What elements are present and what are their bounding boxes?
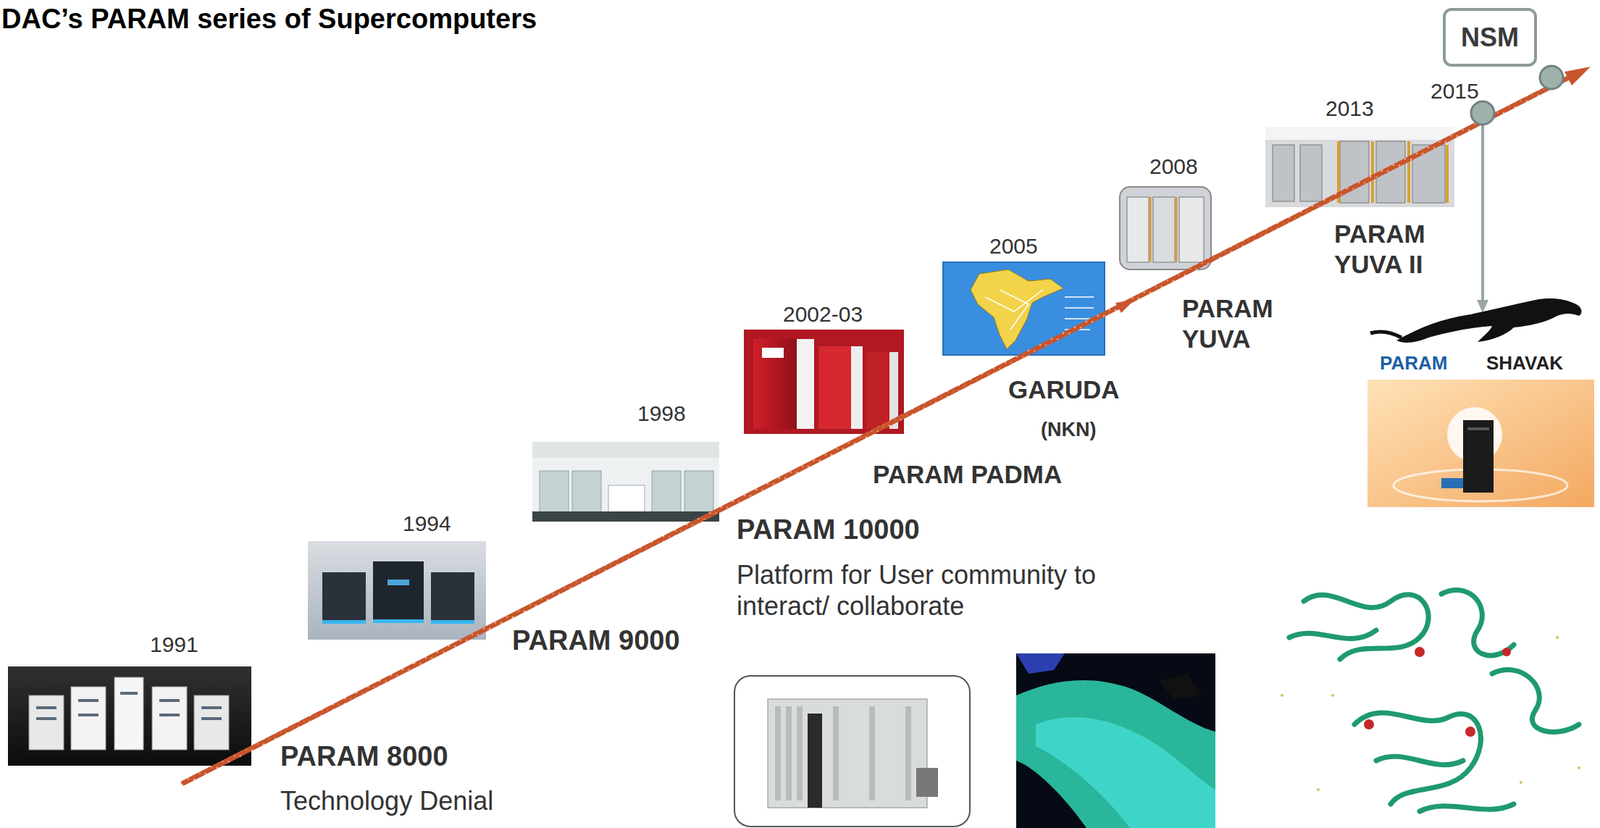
- year-label: 1998: [637, 400, 686, 427]
- year-label: 1991: [149, 631, 199, 658]
- system-name: PARAM 9000: [512, 624, 681, 658]
- param-10000-photo: [532, 441, 720, 522]
- year-label: 2008: [1149, 153, 1199, 180]
- system-name: PARAM PADMA: [872, 459, 1062, 490]
- shavak-cheetah-logo: [1370, 298, 1582, 343]
- board-photo: [734, 675, 970, 827]
- param-padma-photo: [743, 329, 904, 434]
- system-name: GARUDA: [1008, 374, 1120, 405]
- ocean-map: [1016, 653, 1216, 828]
- year-label: 2015: [1430, 78, 1480, 105]
- network-name: (NKN): [1040, 417, 1096, 442]
- timeline-marker: [1471, 65, 1564, 313]
- diagram-title: DAC’s PARAM series of Supercomputers: [1, 2, 537, 37]
- shavak-photo: [1367, 379, 1595, 508]
- year-label: 2005: [989, 233, 1038, 260]
- param-yuva-ii-photo: [1265, 126, 1455, 208]
- note-text: Platform for User community to interact/…: [736, 559, 1128, 622]
- system-name: PARAM 10000: [736, 513, 920, 547]
- box-text: NSM: [1460, 22, 1519, 53]
- system-name: PARAM YUVA II: [1334, 218, 1472, 280]
- system-name: PARAM 8000: [280, 740, 449, 774]
- garuda-map: [943, 262, 1105, 355]
- param-9000-photo: [307, 541, 487, 640]
- param-8000-photo: [7, 666, 252, 766]
- logo-text: SHAVAK: [1486, 352, 1564, 375]
- year-label: 2013: [1325, 95, 1375, 122]
- nsm-box: NSM: [1442, 7, 1537, 67]
- protein-structure: [1280, 590, 1581, 812]
- year-label: 1994: [402, 510, 452, 537]
- year-label: 2002-03: [782, 301, 863, 328]
- system-name: PARAM YUVA: [1182, 293, 1298, 355]
- note-text: Technology Denial: [280, 785, 494, 817]
- logo-text: PARAM: [1379, 352, 1448, 375]
- param-yuva-photo: [1119, 186, 1212, 270]
